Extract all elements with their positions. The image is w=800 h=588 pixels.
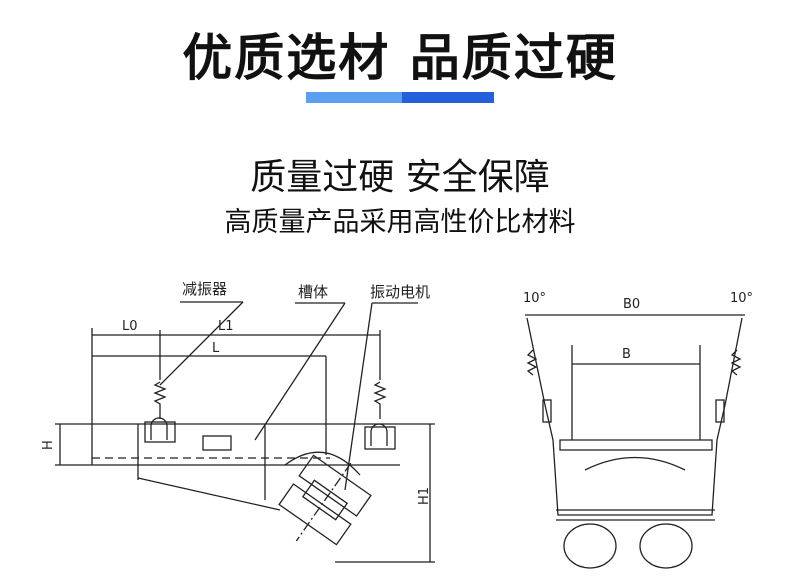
dim-b0: B0 [623, 297, 640, 312]
dim-l: L [212, 341, 220, 356]
page-title: 优质选材 品质过硬 [182, 29, 618, 87]
end-view-drawing: 10° B0 10° B [523, 291, 753, 569]
side-view-drawing: 减振器 槽体 振动电机 L0 L1 L H H1 [41, 280, 435, 563]
dim-h: H [41, 440, 56, 450]
dim-angle-left: 10° [523, 291, 546, 306]
label-motor: 振动电机 [370, 283, 430, 301]
dim-l0: L0 [122, 319, 138, 334]
dim-angle-right: 10° [730, 291, 753, 306]
label-trough: 槽体 [298, 283, 328, 301]
label-damper: 减振器 [182, 280, 227, 298]
dim-h1: H1 [417, 487, 432, 505]
section-subtitle-text: 质量过硬 安全保障 [250, 157, 550, 198]
dim-b: B [622, 347, 631, 362]
section-description: 高质量产品采用高性价比材料 [224, 207, 576, 238]
dim-l1: L1 [218, 319, 234, 334]
section-subtitle: 质量过硬 安全保障 [234, 148, 566, 200]
title-accent-bar [306, 92, 494, 103]
